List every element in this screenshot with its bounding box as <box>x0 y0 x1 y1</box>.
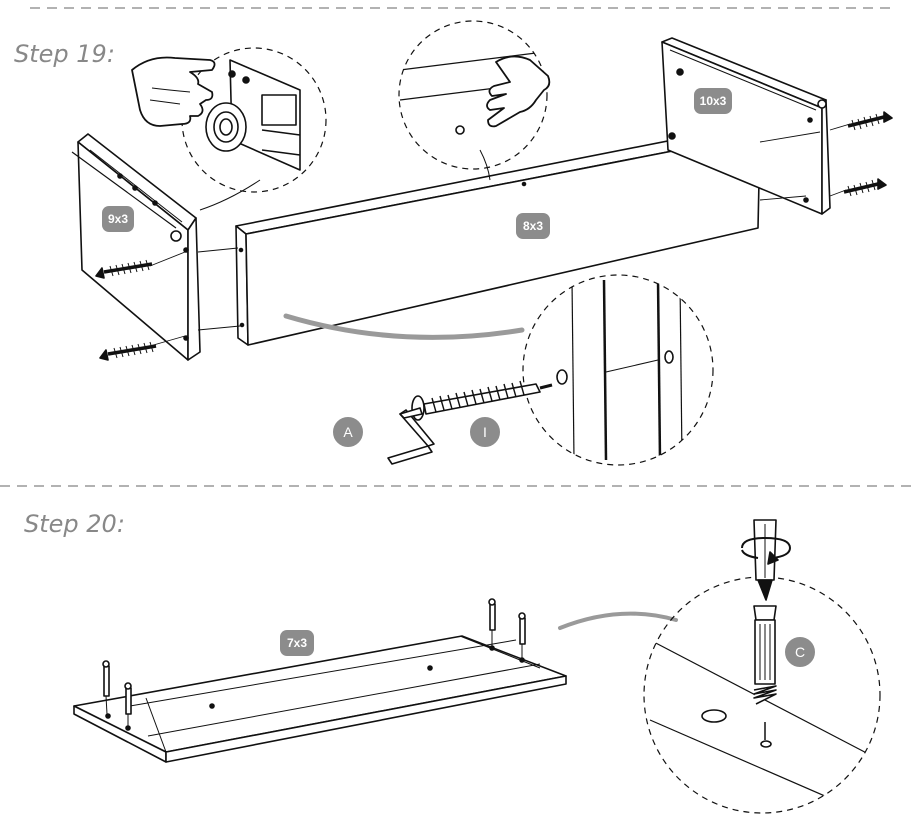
screwdriver-icon <box>753 519 777 601</box>
screw-right-top <box>847 111 893 131</box>
step-19-title: Step 19: <box>14 40 115 68</box>
rotate-arrow-icon <box>741 537 791 565</box>
tool-badge-i: I <box>468 415 502 449</box>
cam-bolt <box>411 380 553 421</box>
part-badge-10x3: 10x3 <box>694 88 732 114</box>
svg-text:I: I <box>483 424 487 440</box>
svg-text:8x3: 8x3 <box>523 219 543 233</box>
svg-text:A: A <box>343 424 353 440</box>
base-panel <box>73 635 567 763</box>
svg-text:C: C <box>795 644 805 660</box>
cam-dowel-3 <box>488 598 496 646</box>
zoom-cam-lock <box>181 47 327 211</box>
zoom-bolt-hole <box>522 274 714 466</box>
svg-text:7x3: 7x3 <box>287 636 307 650</box>
pointing-hand-icon-2 <box>486 55 551 128</box>
cam-dowel-1 <box>102 660 110 715</box>
zoom-pilot-hole <box>398 20 548 187</box>
screw-right-bottom <box>843 178 887 197</box>
cam-dowel-2 <box>124 682 132 726</box>
step-20-illustration <box>73 519 881 814</box>
hex-key <box>387 407 435 465</box>
tool-badge-a: A <box>331 415 365 449</box>
pointing-hand-icon <box>131 56 216 127</box>
cam-dowel-4 <box>518 612 526 658</box>
part-badge-8x3: 8x3 <box>516 213 550 239</box>
zoom-dowel-install <box>643 576 881 814</box>
pointer-curve <box>558 611 678 630</box>
svg-text:9x3: 9x3 <box>108 212 128 226</box>
right-side-panel <box>661 37 831 215</box>
part-badge-9x3: 9x3 <box>102 206 134 232</box>
part-badge-7x3: 7x3 <box>280 630 314 656</box>
svg-text:10x3: 10x3 <box>700 94 727 108</box>
front-panel <box>235 123 761 346</box>
motion-swoosh <box>283 313 525 340</box>
tool-badge-c: C <box>783 635 817 669</box>
screw-left-bottom <box>99 341 157 361</box>
left-side-panel <box>71 133 201 361</box>
step-20-title: Step 20: <box>24 510 125 538</box>
screw-left-top <box>95 259 153 279</box>
step-19-illustration <box>71 20 893 466</box>
